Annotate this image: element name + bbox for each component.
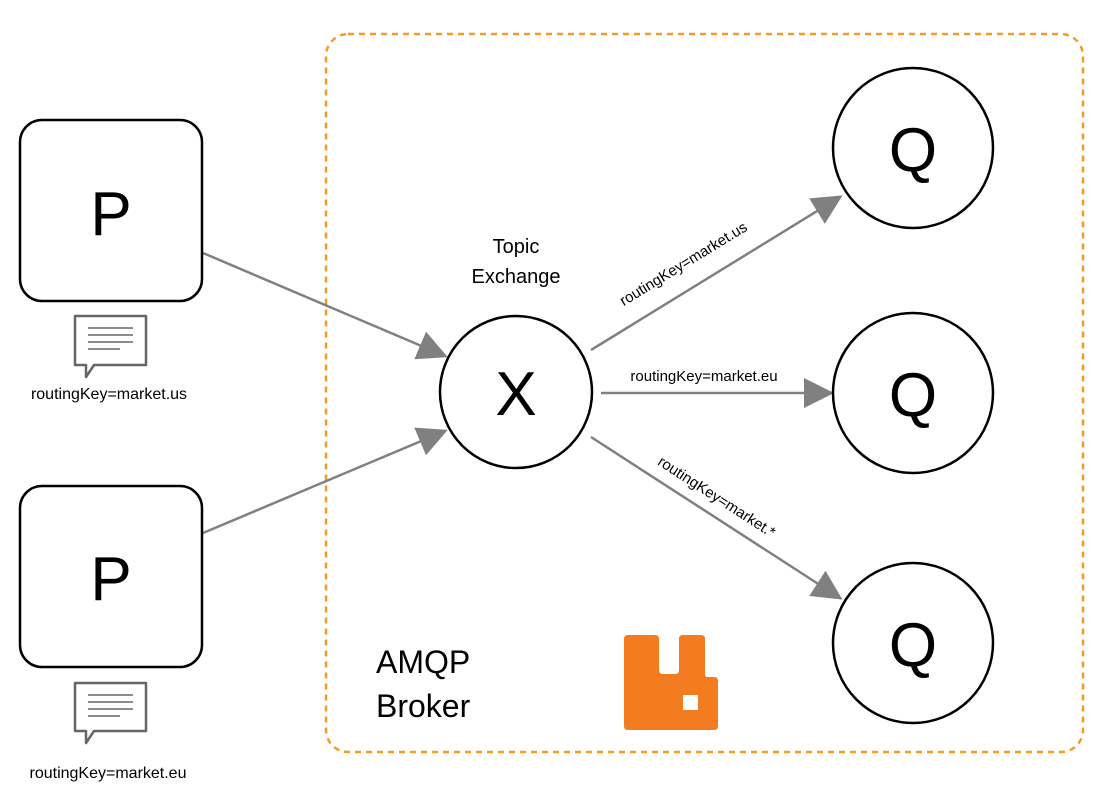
- producer-1-message-label: routingKey=market.us: [31, 386, 187, 403]
- exchange-title-line-1: Topic: [493, 236, 540, 258]
- broker-label-line-1: AMQP: [376, 644, 470, 680]
- exchange-title-line-2: Exchange: [472, 266, 561, 288]
- queue-2-letter: Q: [889, 361, 937, 430]
- exchange-letter: X: [495, 360, 536, 429]
- broker-boundary: [324, 32, 1085, 754]
- queue-1-letter: Q: [889, 116, 937, 185]
- binding-label-2: routingKey=market.eu: [630, 368, 777, 385]
- producer-2-message-label: routingKey=market.eu: [30, 765, 187, 782]
- queue-3-letter: Q: [889, 611, 937, 680]
- message-bubble-icon: [73, 681, 148, 745]
- queue-node-1: Q: [831, 66, 995, 230]
- binding-label-3: routingKey=market.*: [655, 453, 779, 541]
- arrow-producer-1-to-exchange: [202, 251, 448, 360]
- producer-2-letter: P: [90, 545, 131, 614]
- exchange-node: X: [438, 314, 594, 470]
- producer-node-2: P: [18, 484, 204, 669]
- arrow-exchange-to-queue-3: [590, 435, 843, 600]
- arrow-producer-2-to-exchange: [202, 427, 448, 535]
- broker-label-line-2: Broker: [376, 688, 471, 724]
- arrow-exchange-to-queue-1: [590, 195, 843, 352]
- queue-node-2: Q: [831, 311, 995, 475]
- producer-node-1: P: [18, 118, 204, 303]
- rabbitmq-logo-icon: [624, 635, 718, 730]
- producer-1-letter: P: [90, 180, 131, 249]
- queue-node-3: Q: [831, 561, 995, 725]
- message-bubble-icon: [73, 314, 148, 379]
